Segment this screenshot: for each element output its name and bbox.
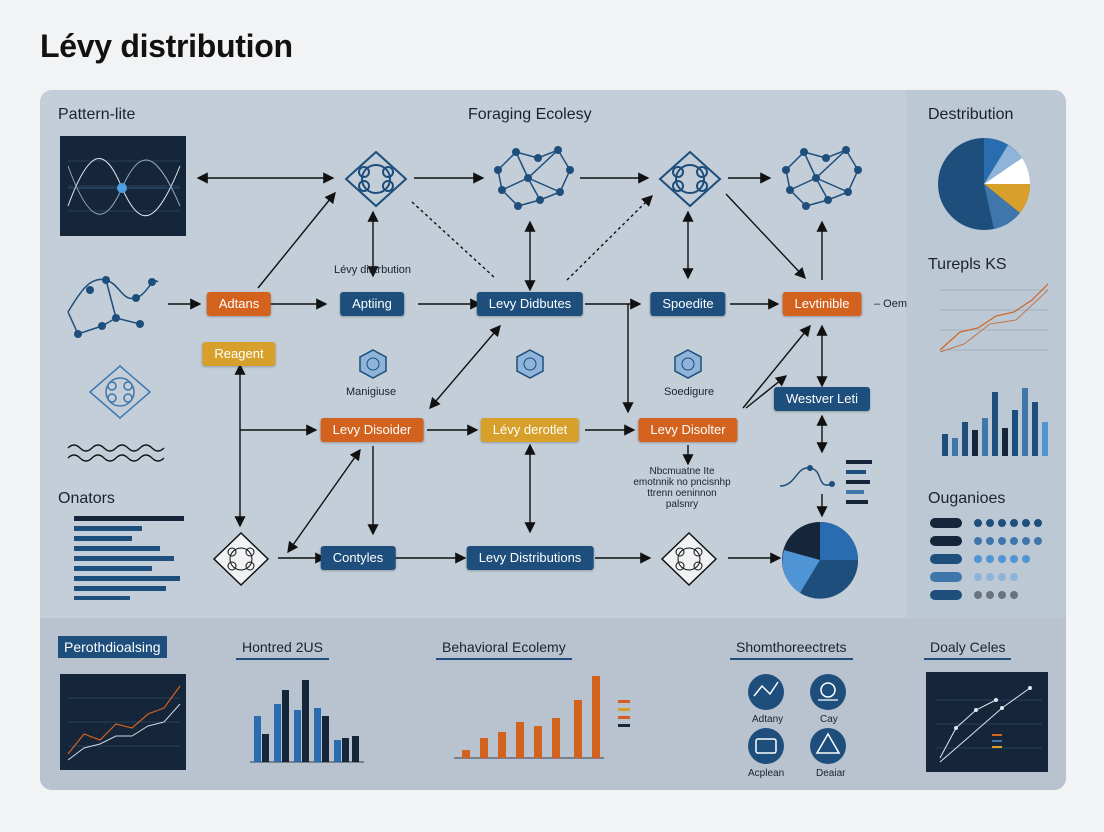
icon-label-deaiar: Deaiar (816, 768, 846, 779)
label-oem: – Oem (874, 298, 908, 310)
perothdioalsing-chart (60, 674, 186, 770)
node-aptiing[interactable]: Aptiing (340, 292, 404, 316)
label-soedigure: Soedigure (664, 386, 715, 398)
node-westver-leti[interactable]: Westver Leti (773, 387, 871, 411)
deaiar-icon (810, 728, 846, 764)
bottom-header-shomthoreectrets: Shomthoreectrets (730, 636, 853, 660)
node-levy-disolter[interactable]: Levy Disolter (638, 418, 738, 442)
section-foraging-ecology: Foraging Ecolesy (468, 106, 592, 123)
diagram-board: Pattern-lite Foraging Ecolesy Destributi… (40, 90, 1066, 790)
wave-icon (67, 444, 165, 462)
node-reagent[interactable]: Reagent (202, 342, 276, 366)
hexagon-icon (516, 349, 544, 379)
icon-label-cay: Cay (820, 714, 838, 725)
network-icon (67, 276, 159, 338)
section-ouganioes: Ouganioes (928, 490, 1006, 507)
hexagon-icon (359, 349, 387, 379)
hexagon-icon (674, 349, 702, 379)
bottom-header-perothdioalsing: Perothdioalsing (58, 636, 167, 658)
hontred-chart (250, 680, 364, 763)
section-pattern-lite: Pattern-lite (58, 106, 136, 123)
turepls-chart (939, 283, 1049, 353)
icon-label-adtany: Adtany (752, 714, 784, 725)
doaly-chart (926, 672, 1048, 772)
molecule-icon (212, 531, 270, 587)
hexagon-icon (88, 365, 152, 419)
squiggle-icon (779, 460, 872, 504)
label-levy-distrbution: Lévy distrbution (334, 264, 412, 276)
section-onators: Onators (58, 490, 115, 507)
connectors (168, 172, 828, 564)
network-icon (494, 146, 574, 210)
node-adtans[interactable]: Adtans (206, 292, 272, 316)
ouganioes-icons (930, 518, 1042, 600)
destribution-pie (938, 138, 1031, 230)
node-levy-distributions[interactable]: Levy Distributions (466, 546, 594, 570)
node-levy-disoider[interactable]: Levy Disoider (320, 418, 424, 442)
cay-icon (810, 674, 846, 710)
right-bar-chart (942, 388, 1048, 456)
section-turepls: Turepls KS (928, 256, 1007, 273)
node-levtinible[interactable]: Levtinible (782, 292, 862, 316)
molecule-icon (658, 150, 722, 208)
pattern-chart (60, 136, 186, 236)
page-title: Lévy distribution (40, 28, 293, 64)
node-levy-derotlet[interactable]: Lévy derotlet (480, 418, 580, 442)
pie-icon (782, 522, 859, 599)
network-icon (782, 146, 862, 210)
behavioral-chart (454, 676, 630, 759)
onators-bars (74, 516, 184, 600)
section-destribution: Destribution (928, 106, 1014, 123)
label-manigiuse: Manigiuse (346, 386, 397, 398)
molecule-icon (660, 531, 718, 587)
adtany-icon (748, 674, 784, 710)
bottom-band (40, 618, 1066, 790)
molecule-icon (344, 150, 408, 208)
bottom-header-doaly: Doaly Celes (924, 636, 1012, 660)
bottom-header-behavioral: Behavioral Ecolemy (436, 636, 572, 660)
node-contyles[interactable]: Contyles (320, 546, 396, 570)
bottom-header-hontred: Hontred 2US (236, 636, 329, 660)
icon-label-acplean: Acplean (748, 768, 785, 779)
node-spoedite[interactable]: Spoedite (650, 292, 726, 316)
node-levy-didbutes[interactable]: Levy Didbutes (476, 292, 584, 316)
acplean-icon (748, 728, 784, 764)
